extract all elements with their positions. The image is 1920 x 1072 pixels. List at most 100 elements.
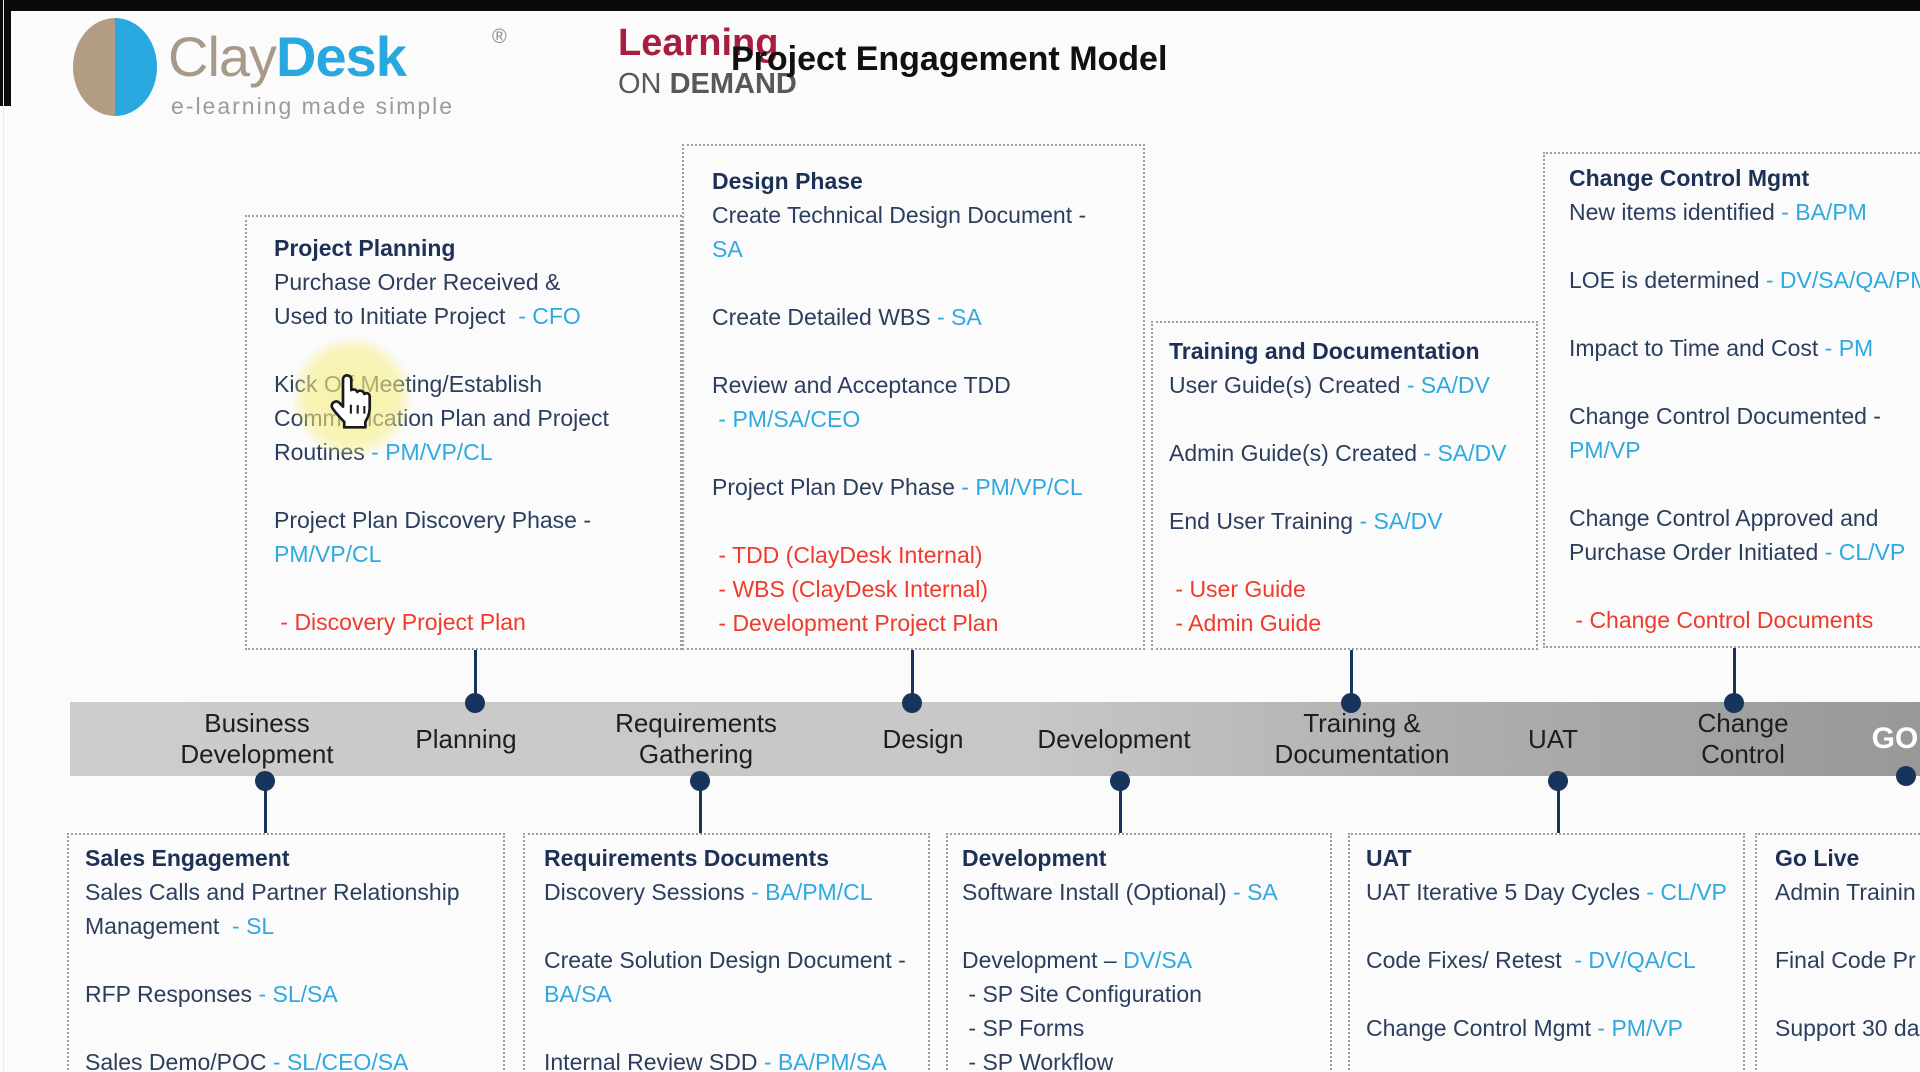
phase-requirements-gathering: Requirements Gathering xyxy=(615,708,777,769)
text-segment-blue: - PM xyxy=(1824,335,1874,361)
training-and-documentation-item-4: - User Guide - Admin Guide xyxy=(1169,572,1536,640)
text-segment-blue: - SL/SA xyxy=(258,981,338,1007)
text-segment-blue: DV/SA xyxy=(1123,947,1193,973)
sales-engagement-item-1: Sales Calls and Partner Relationship Man… xyxy=(85,875,503,943)
design-phase-item-4: Project Plan Dev Phase - PM/VP/CL xyxy=(712,470,1143,504)
project-planning-item-4: - Discovery Project Plan xyxy=(274,605,680,639)
change-control-mgmt-item-1: New items identified - BA/PM xyxy=(1569,195,1920,229)
text-segment-blue: - CL/VP xyxy=(1824,539,1906,565)
connector-design xyxy=(910,650,914,703)
development-item-1: Software Install (Optional) - SA xyxy=(962,875,1330,909)
text-segment-red: - TDD (ClayDesk Internal) - WBS (ClayDes… xyxy=(718,542,999,636)
left-edge-line xyxy=(3,0,4,1072)
text-segment-blue: - SA xyxy=(936,304,982,330)
requirements-documents-item-3: Internal Review SDD - BA/PM/SA xyxy=(544,1045,928,1072)
learning-label: Learning xyxy=(618,22,779,64)
go-live-item-3: Support 30 da xyxy=(1775,1011,1920,1045)
timeline-dot-training-documentation xyxy=(1341,693,1361,713)
connector-planning xyxy=(473,650,477,703)
text-segment-blue: - BA/PM/SA xyxy=(763,1049,887,1072)
phase-business-development: Business Development xyxy=(180,708,334,769)
text-segment-navy: Software Install (Optional) xyxy=(962,879,1234,905)
connector-development xyxy=(1118,781,1122,833)
text-segment-navy: Project Plan Discovery Phase - xyxy=(274,507,592,533)
sales-engagement-item-2: RFP Responses - SL/SA xyxy=(85,977,503,1011)
connector-training-documentation xyxy=(1349,650,1353,703)
on-demand-label: ON DEMAND xyxy=(618,68,797,101)
claydesk-logo-icon xyxy=(73,18,157,116)
text-segment-navy: Create Detailed WBS xyxy=(712,304,937,330)
change-control-mgmt-item-4: Change Control Documented - PM/VP xyxy=(1569,399,1920,467)
demand-label: DEMAND xyxy=(669,68,797,100)
text-segment-navy: Create Technical Design Document - xyxy=(712,202,1087,228)
project-planning-title: Project Planning xyxy=(274,235,456,261)
design-phase-title: Design Phase xyxy=(712,168,863,194)
training-and-documentation-item-3: End User Training - SA/DV xyxy=(1169,504,1536,538)
text-segment-blue: - PM/VP xyxy=(1597,1015,1684,1041)
development-title: Development xyxy=(962,845,1107,871)
registered-mark: ® xyxy=(492,26,507,48)
text-segment-navy: Internal Review SDD xyxy=(544,1049,764,1072)
design-phase-item-1: Create Technical Design Document - SA xyxy=(712,198,1143,266)
text-segment-navy: New items identified xyxy=(1569,199,1782,225)
go-live-item-2: Final Code Pr xyxy=(1775,943,1920,977)
text-segment-navy: UAT Iterative 5 Day Cycles xyxy=(1366,879,1647,905)
phase-uat: UAT xyxy=(1527,723,1579,754)
training-and-documentation-title: Training and Documentation xyxy=(1169,338,1480,364)
phase-development: Development xyxy=(1037,723,1191,754)
text-segment-blue: - SL xyxy=(232,913,275,939)
text-segment-navy: Project Plan Dev Phase xyxy=(712,474,962,500)
letterbox-top-bar xyxy=(0,0,1920,11)
text-segment-navy: Create Solution Design Document - xyxy=(544,947,906,973)
text-segment-navy: Change Control Approved and Purchase Ord… xyxy=(1569,505,1879,565)
text-segment-navy: - SP Site Configuration - SP Forms - SP … xyxy=(968,981,1202,1072)
text-segment-navy: Review and Acceptance TDD xyxy=(712,372,1011,398)
wordmark-desk: Desk xyxy=(276,25,407,88)
box-uat: UAT UAT Iterative 5 Day Cycles - CL/VP Cod… xyxy=(1348,833,1745,1072)
hand-cursor-icon xyxy=(330,373,372,429)
connector-requirements-gathering xyxy=(698,781,702,833)
timeline-dot-planning xyxy=(465,693,485,713)
sales-engagement-title: Sales Engagement xyxy=(85,845,290,871)
text-segment-navy: User Guide(s) Created xyxy=(1169,372,1407,398)
project-planning-item-1: Purchase Order Received & Used to Initia… xyxy=(274,265,680,333)
text-segment-blue: SA xyxy=(712,236,743,262)
phase-change-control: Change Control xyxy=(1697,708,1789,769)
change-control-mgmt-item-3: Impact to Time and Cost - PM xyxy=(1569,331,1920,365)
uat-item-3: Change Control Mgmt - PM/VP xyxy=(1366,1011,1743,1045)
text-segment-red: - Change Control Documents xyxy=(1569,607,1874,633)
text-segment-navy: Sales Demo/POC xyxy=(85,1049,273,1072)
phase-training-documentation: Training & Documentation xyxy=(1274,708,1450,769)
text-segment-navy: Discovery Sessions xyxy=(544,879,752,905)
text-segment-blue: - SA/DV xyxy=(1423,440,1507,466)
phase-design: Design xyxy=(882,723,964,754)
text-segment-blue: - SA/DV xyxy=(1359,508,1443,534)
phase-planning: Planning xyxy=(415,723,517,754)
text-segment-navy: Change Control Mgmt xyxy=(1366,1015,1598,1041)
change-control-mgmt-item-2: LOE is determined - DV/SA/QA/PM xyxy=(1569,263,1920,297)
text-segment-blue: BA/SA xyxy=(544,981,612,1007)
text-segment-blue: - DV/SA/QA/PM xyxy=(1765,267,1920,293)
text-segment-navy: LOE is determined xyxy=(1569,267,1766,293)
project-planning-item-3: Project Plan Discovery Phase - PM/VP/CL xyxy=(274,503,680,571)
on-label: ON xyxy=(618,68,670,100)
training-and-documentation-item-1: User Guide(s) Created - SA/DV xyxy=(1169,368,1536,402)
design-phase-item-3: Review and Acceptance TDD - PM/SA/CEO xyxy=(712,368,1143,436)
logo-tagline: e-learning made simple xyxy=(171,93,455,119)
connector-change-control xyxy=(1732,648,1736,703)
text-segment-navy: Code Fixes/ Retest xyxy=(1366,947,1575,973)
text-segment-navy: Change Control Documented - xyxy=(1569,403,1881,429)
phase-go: GO xyxy=(1871,722,1919,755)
text-segment-navy: Impact to Time and Cost xyxy=(1569,335,1825,361)
text-segment-blue: - BA/PM xyxy=(1781,199,1867,225)
uat-title: UAT xyxy=(1366,845,1412,871)
requirements-documents-item-2: Create Solution Design Document - BA/SA xyxy=(544,943,928,1011)
text-segment-blue: - CL/VP xyxy=(1646,879,1727,905)
sales-engagement-item-3: Sales Demo/POC - SL/CEO/SA xyxy=(85,1045,503,1072)
wordmark-clay: Clay xyxy=(168,25,277,88)
change-control-mgmt-item-5: Change Control Approved and Purchase Ord… xyxy=(1569,501,1920,569)
